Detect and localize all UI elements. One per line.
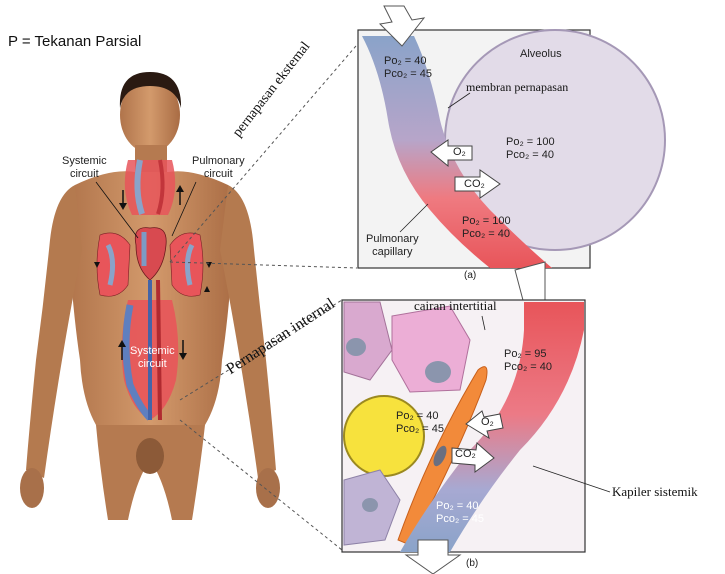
panel-b [342, 300, 585, 574]
connector-top [170, 32, 368, 262]
kapiler-sistemik-label: Kapiler sistemik [612, 484, 698, 500]
right-arm [220, 185, 276, 478]
right-hand [256, 468, 280, 508]
tissue-values-b: Po₂ = 40 Pco₂ = 45 [396, 410, 444, 436]
panel-b-tag: (b) [466, 557, 478, 570]
exit-values-a: Po₂ = 100 Pco₂ = 40 [462, 215, 511, 241]
alveolus-label: Alveolus [520, 48, 562, 61]
cairan-label: cairan intertitial [414, 298, 497, 314]
capillary-values-a: Po₂ = 40 Pco₂ = 45 [384, 55, 432, 81]
groin [136, 438, 164, 474]
yellow-cell [344, 396, 424, 476]
co2-label-b: CO₂ [455, 448, 476, 461]
upper-circuit [125, 160, 175, 215]
systemic-circuit-label-top: Systemic circuit [62, 155, 107, 181]
pulmonary-circuit-label: Pulmonary circuit [192, 155, 245, 181]
co2-label-a: CO₂ [464, 178, 485, 191]
exit-values-b: Po₂ = 40 Pco₂ = 45 [436, 500, 484, 526]
panel-a-tag: (a) [464, 269, 476, 282]
left-arm [26, 185, 82, 478]
systemic-circuit-label-mid: Systemic circuit [130, 345, 175, 371]
nucleus-2 [425, 361, 451, 383]
alveolus-values: Po₂ = 100 Pco₂ = 40 [506, 136, 555, 162]
pulmonary-capillary-label: Pulmonary capillary [366, 233, 419, 259]
o2-label-b: O₂ [481, 416, 494, 429]
nucleus-1 [346, 338, 366, 356]
left-hand [20, 468, 44, 508]
entry-values-b: Po₂ = 95 Pco₂ = 40 [504, 348, 552, 374]
o2-label-a: O₂ [453, 146, 466, 159]
membrane-label: membran pernapasan [466, 80, 568, 95]
